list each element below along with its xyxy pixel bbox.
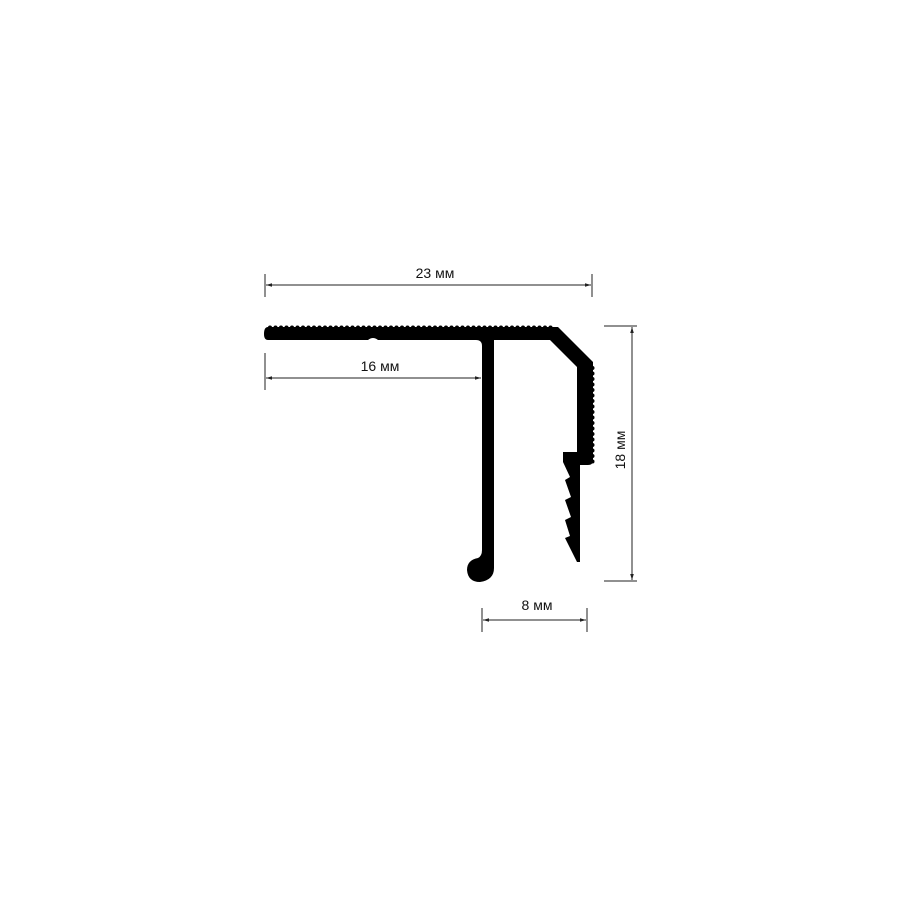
rib [590, 382, 595, 387]
rib [590, 410, 595, 414]
rib [416, 325, 421, 330]
rib [339, 325, 344, 330]
rib [284, 325, 289, 330]
rib [389, 325, 393, 330]
rib [590, 459, 595, 464]
aluminum-profile [264, 325, 595, 582]
rib [488, 325, 492, 330]
rib [433, 325, 437, 330]
rib [590, 421, 595, 425]
rib [279, 325, 283, 330]
rib [328, 325, 333, 330]
rib [510, 325, 514, 330]
rib [590, 437, 595, 442]
rib [444, 325, 448, 330]
rib [427, 325, 432, 330]
rib [526, 325, 531, 330]
rib [482, 325, 487, 330]
dimension-label-16: 16 мм [361, 358, 400, 374]
rib [306, 325, 311, 330]
rib [334, 325, 338, 330]
rib [543, 325, 547, 330]
rib [312, 325, 316, 330]
rib [460, 325, 465, 330]
rib [590, 415, 595, 420]
rib [449, 325, 454, 330]
rib [350, 325, 355, 330]
rib [532, 325, 536, 330]
rib [290, 325, 294, 330]
rib [590, 371, 595, 376]
rib [590, 404, 595, 409]
rib [590, 448, 595, 453]
rib [521, 325, 525, 330]
rib [504, 325, 509, 330]
dimension-label-18: 18 мм [612, 431, 628, 470]
dimension-height: 18 мм [604, 325, 637, 582]
ribbed-surface [268, 325, 595, 464]
rib [471, 325, 476, 330]
dimension-overall-width: 23 мм [264, 265, 593, 297]
rib [317, 325, 322, 330]
rib [372, 325, 377, 330]
rib [422, 325, 426, 330]
rib [268, 325, 272, 330]
rib [361, 325, 366, 330]
dimension-label-23: 23 мм [416, 265, 455, 281]
rib [394, 325, 399, 330]
rib [323, 325, 327, 330]
rib [590, 443, 595, 447]
rib [455, 325, 459, 330]
rib [590, 426, 595, 431]
rib [356, 325, 360, 330]
rib [301, 325, 305, 330]
rib [367, 325, 371, 330]
rib [590, 366, 595, 370]
rib [493, 325, 498, 330]
rib [466, 325, 470, 330]
rib [477, 325, 481, 330]
rib [590, 454, 595, 458]
rib [400, 325, 404, 330]
rib [590, 388, 595, 392]
rib [345, 325, 349, 330]
rib [438, 325, 443, 330]
dimension-bottom-width: 8 мм [481, 597, 588, 632]
rib [405, 325, 410, 330]
rib [378, 325, 382, 330]
rib [590, 399, 595, 403]
rib [383, 325, 388, 330]
rib [537, 325, 542, 330]
rib [499, 325, 503, 330]
rib [515, 325, 520, 330]
rib [273, 325, 278, 330]
rib [295, 325, 300, 330]
rib [548, 325, 553, 330]
dimension-flange-to-stem: 16 мм [264, 353, 481, 390]
rib [590, 377, 595, 381]
rib [590, 432, 595, 436]
rib [590, 393, 595, 398]
dimension-label-8: 8 мм [522, 597, 553, 613]
rib [411, 325, 415, 330]
